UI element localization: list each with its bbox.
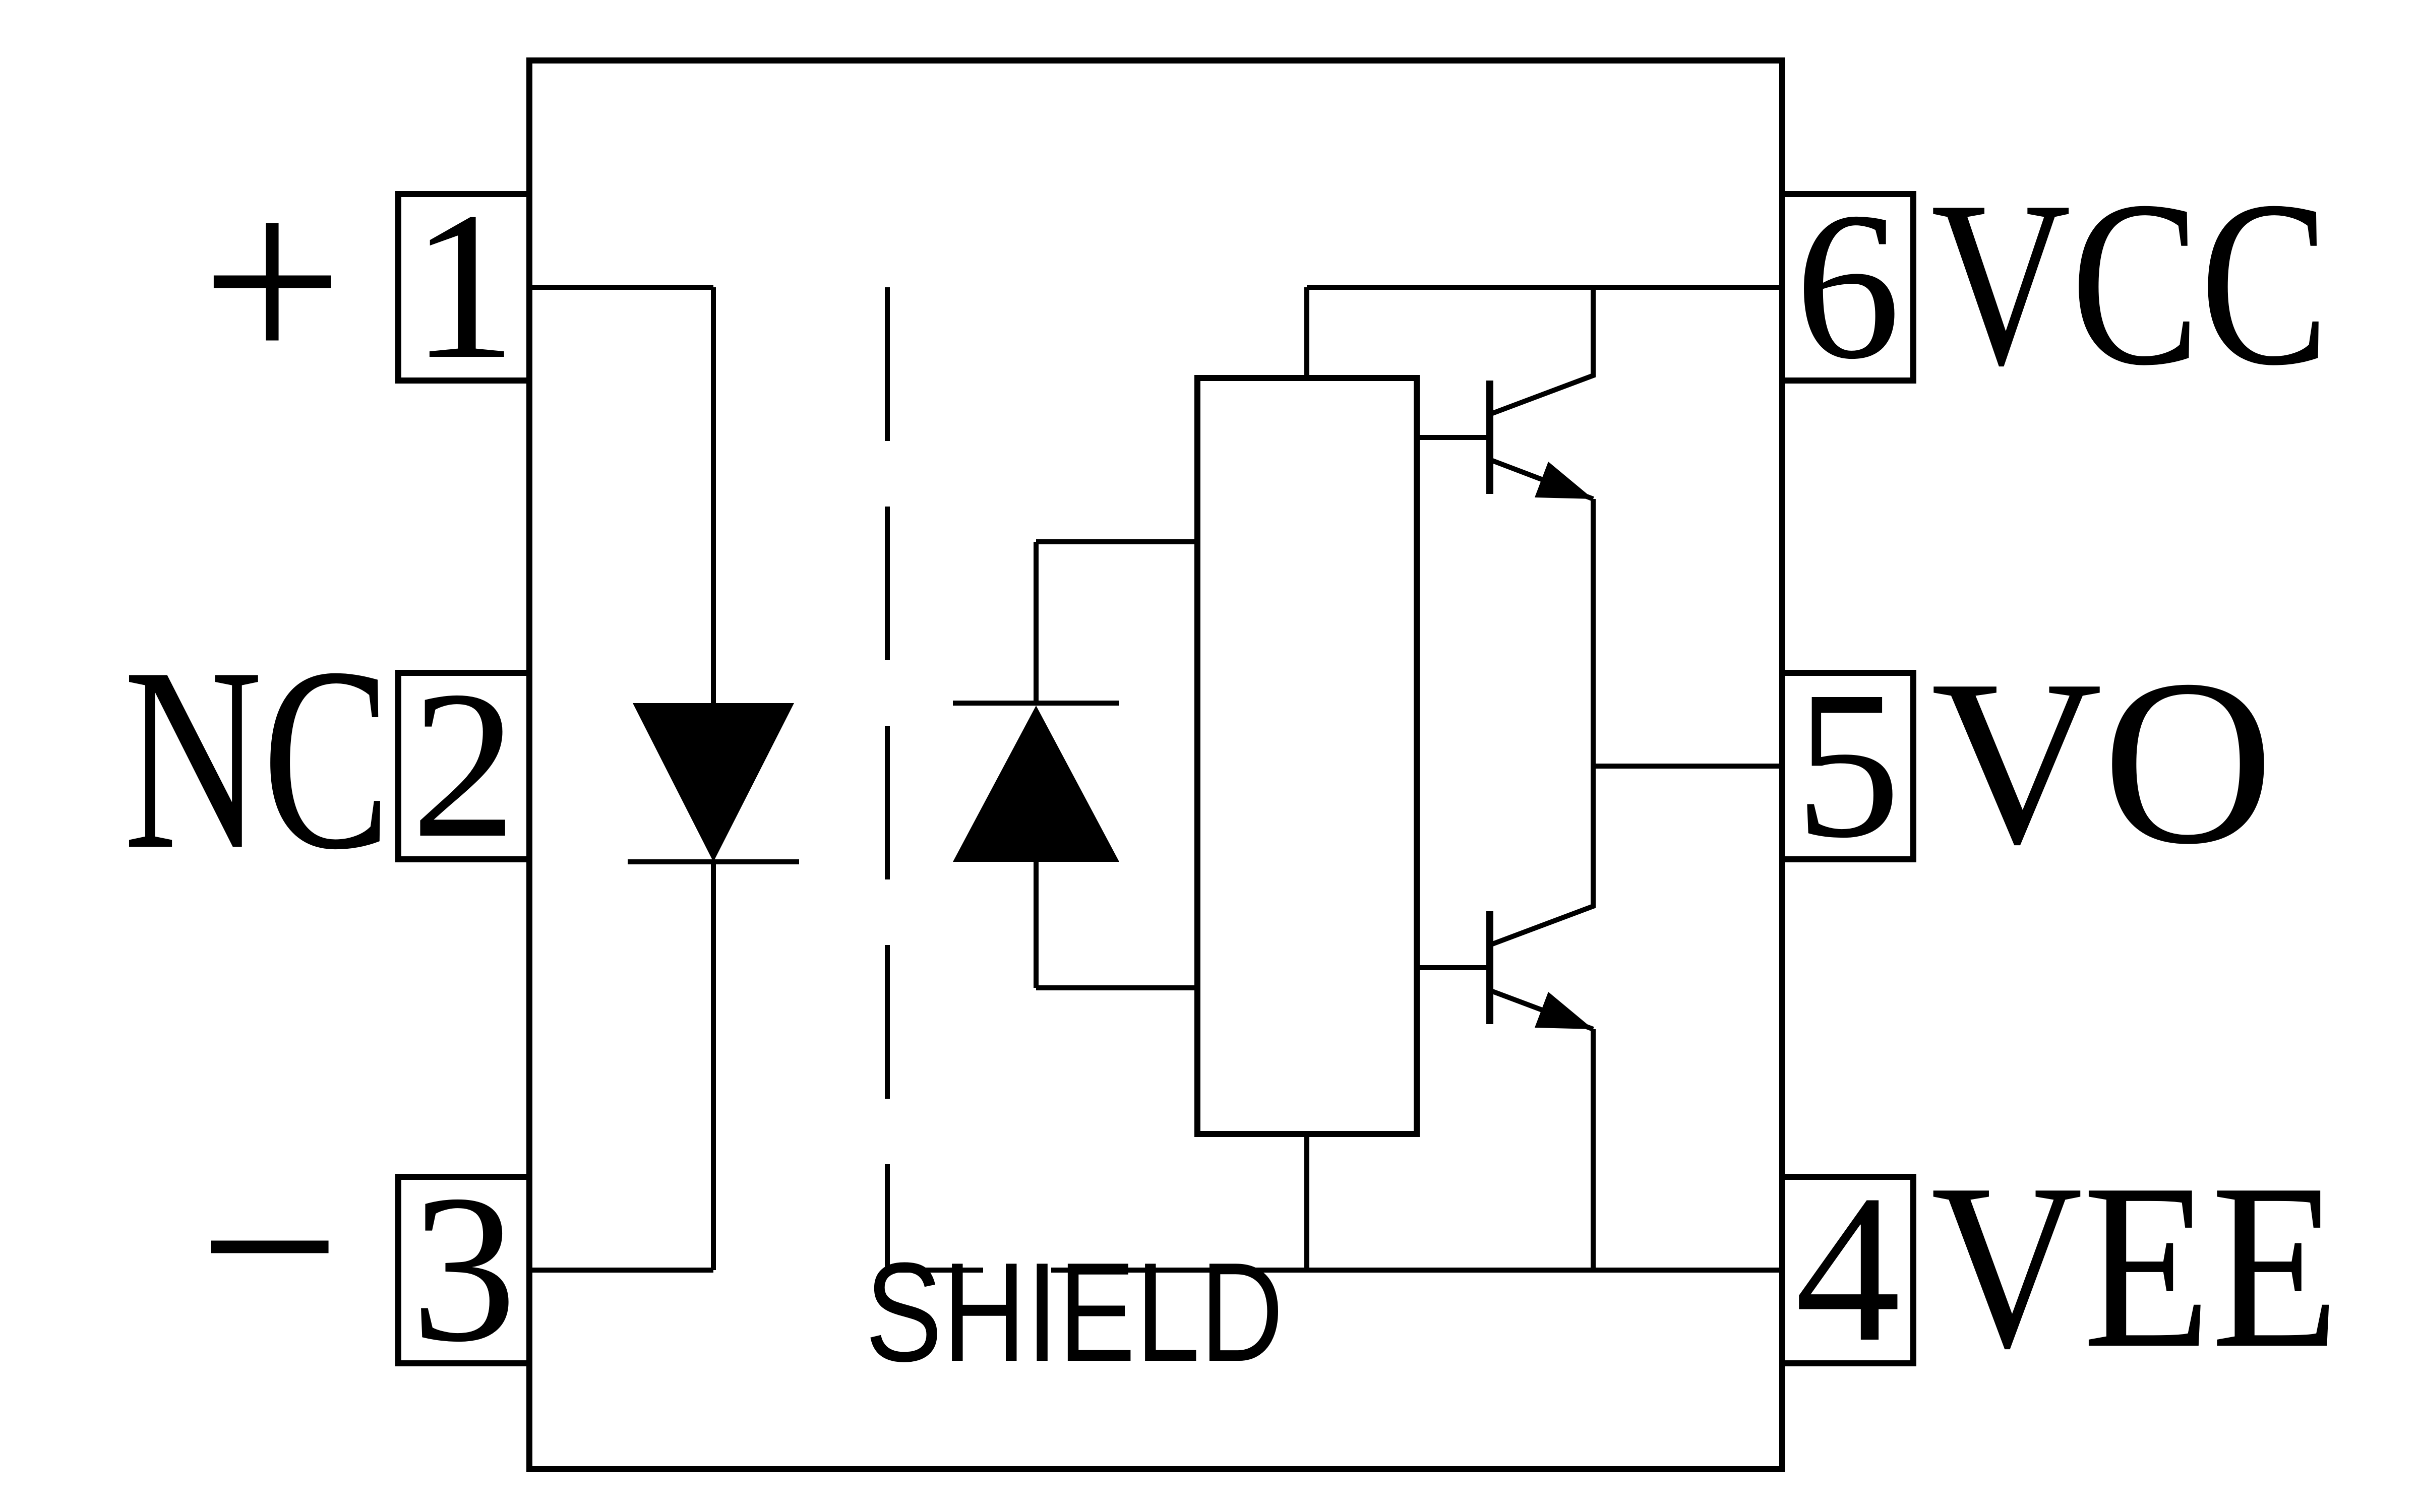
pin-2-number: 2 [411,647,517,881]
photodiode [953,539,1197,990]
pin-6: 6 [1779,168,1916,403]
pin-6-vcc-label: VCC [1931,152,2329,414]
pin-1-number: 1 [411,168,517,403]
pin-5-number: 5 [1795,647,1901,881]
upper-collector-wire [1489,287,1596,417]
pin-1-polarity-label: + [201,141,343,420]
amplifier-block [1194,375,1420,1137]
npn-transistor-upper [1417,287,1596,766]
led-diode-triangle-icon [633,703,794,862]
pin-6-number: 6 [1795,168,1901,403]
pin-2-nc-label: NC [124,614,391,904]
pin-3: 3 [395,1151,713,1385]
input-led [628,287,799,1270]
pin-4: 4 [1250,1151,1916,1385]
lower-collector-wire [1489,766,1596,948]
pin-4-vee-label: VEE [1931,1135,2339,1397]
pin-5-vo-label: VO [1931,631,2274,893]
lower-emitter-arrow-icon [1535,992,1593,1029]
shield-boundary [885,287,1210,1273]
pin-3-number: 3 [411,1151,517,1385]
pin-3-polarity-label: − [199,1106,341,1385]
pin-5: 5 [1593,647,1916,881]
pin-2-box [395,670,532,862]
upper-emitter-arrow-icon [1535,462,1593,499]
photodiode-triangle-icon [953,706,1119,862]
pin-2: 2 [395,647,532,881]
pin-4-number: 4 [1795,1151,1901,1385]
shield-label: SHIELD [865,1234,1284,1391]
npn-transistor-lower [1417,766,1596,1270]
pin-1: 1 [395,168,713,403]
